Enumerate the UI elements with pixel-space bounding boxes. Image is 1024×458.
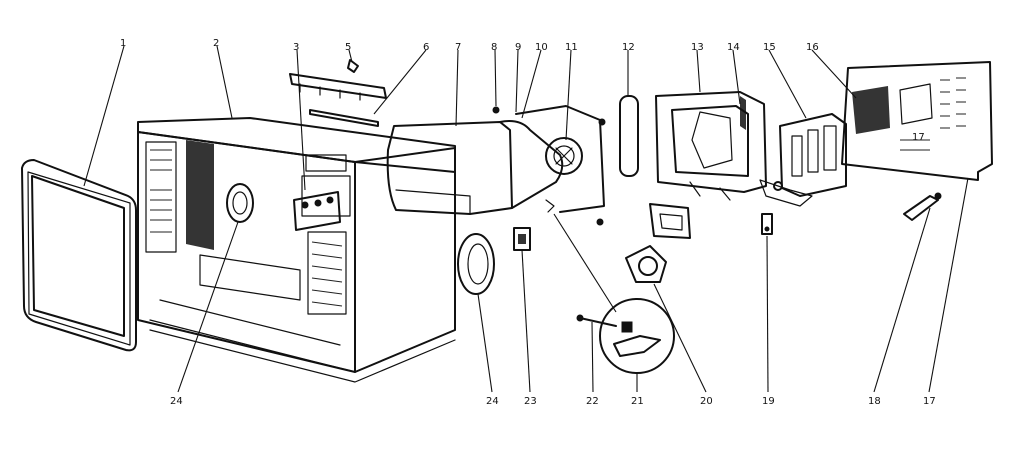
label-23: 23 [524,396,537,407]
label-21: 21 [631,396,644,407]
part-power-unit [759,113,847,207]
part-circuit-board [841,61,993,181]
label-11: 11 [565,42,578,53]
label-1: 1 [120,38,126,49]
label-6: 6 [423,42,429,53]
part-trim-strip [309,109,379,127]
label-17-board: 17 [912,132,925,143]
label-12: 12 [622,42,635,53]
label-8: 8 [491,42,497,53]
label-9: 9 [515,42,521,53]
part-front-frame [21,159,137,352]
label-24-cabinet: 24 [170,396,183,407]
part-probe [903,192,942,221]
label-2: 2 [213,38,219,49]
part-speaker-bracket [625,203,691,283]
label-15: 15 [763,42,776,53]
part-control-bracket [293,191,341,231]
label-13: 13 [691,42,704,53]
part-picture-tube [386,120,564,215]
part-numbers: 1 2 3 5 6 7 8 9 10 11 12 13 14 15 16 17 … [120,38,936,407]
label-14: 14 [727,42,740,53]
leader-lines [83,45,969,393]
part-clip [761,213,773,235]
part-yoke-assembly [492,105,606,226]
part-speaker [457,233,495,295]
label-18: 18 [868,396,881,407]
label-20: 20 [700,396,713,407]
label-7: 7 [455,42,461,53]
label-3: 3 [293,42,299,53]
label-17: 17 [923,396,936,407]
label-22: 22 [586,396,599,407]
part-chassis-frame [655,91,767,201]
label-16: 16 [806,42,819,53]
label-24-speaker: 24 [486,396,499,407]
part-detail-circle [576,298,675,374]
part-small-block [513,227,531,251]
part-top-bracket [289,59,387,101]
label-5: 5 [345,42,351,53]
part-cylinder [619,95,639,177]
part-cabinet [137,117,456,383]
label-19: 19 [762,396,775,407]
label-10: 10 [535,42,548,53]
